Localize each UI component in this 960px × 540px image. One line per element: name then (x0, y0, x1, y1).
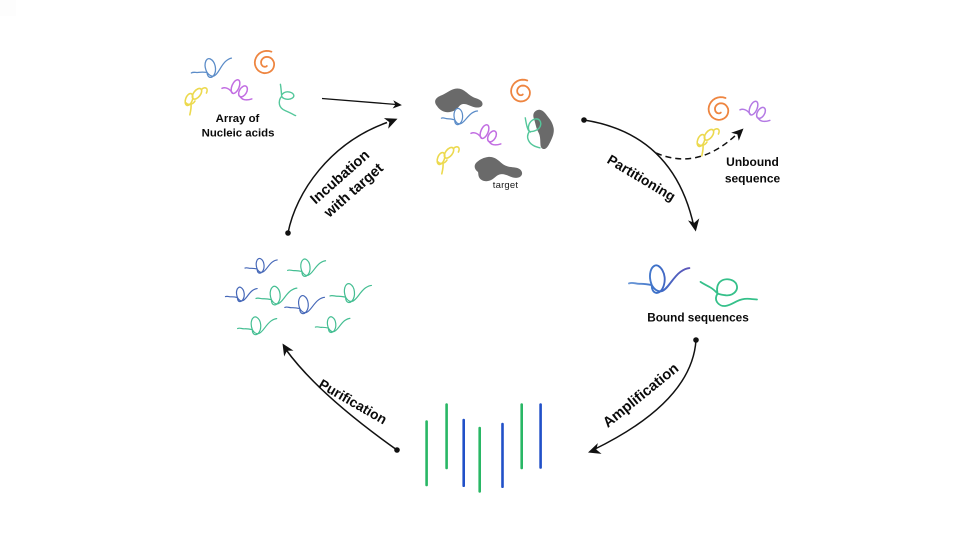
svg-text:target: target (493, 180, 519, 191)
svg-text:Nucleic acids: Nucleic acids (202, 128, 275, 140)
svg-text:sequence: sequence (725, 172, 781, 186)
svg-text:Array of: Array of (216, 113, 260, 125)
svg-text:Unbound: Unbound (726, 155, 779, 169)
svg-text:Bound sequences: Bound sequences (647, 311, 749, 325)
